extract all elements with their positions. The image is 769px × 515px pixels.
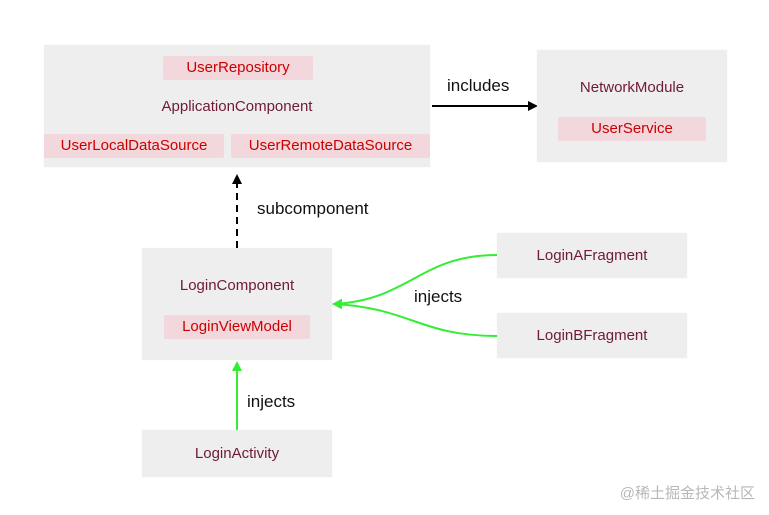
login-a-fragment-box: LoginAFragment — [497, 233, 687, 278]
network-module-label: NetworkModule — [579, 79, 685, 96]
injects-activity-label: injects — [247, 392, 296, 411]
injects-fragments-label: injects — [414, 287, 463, 306]
user-local-data-source-chip: UserLocalDataSource — [44, 134, 224, 158]
login-component-box: LoginComponent LoginViewModel — [142, 248, 332, 360]
injects-fragment-b-arrow — [332, 299, 498, 337]
includes-label: includes — [447, 76, 510, 95]
login-view-model-chip: LoginViewModel — [164, 315, 310, 339]
network-module-box: NetworkModule UserService — [537, 50, 727, 162]
login-a-fragment-label: LoginAFragment — [536, 247, 648, 264]
login-component-label: LoginComponent — [179, 277, 295, 294]
login-b-fragment-label: LoginBFragment — [536, 327, 648, 344]
login-activity-label: LoginActivity — [194, 445, 280, 462]
subcomponent-label: subcomponent — [257, 199, 369, 218]
application-component-box: UserRepository ApplicationComponent User… — [44, 45, 430, 167]
login-activity-box: LoginActivity — [142, 430, 332, 477]
login-b-fragment-box: LoginBFragment — [497, 313, 687, 358]
user-remote-data-source-chip: UserRemoteDataSource — [231, 134, 430, 158]
injects-fragment-a-arrow — [332, 254, 498, 309]
user-repository-chip: UserRepository — [163, 56, 313, 80]
user-service-chip: UserService — [558, 117, 706, 141]
application-component-label: ApplicationComponent — [161, 98, 313, 115]
watermark: @稀土掘金技术社区 — [619, 485, 755, 502]
